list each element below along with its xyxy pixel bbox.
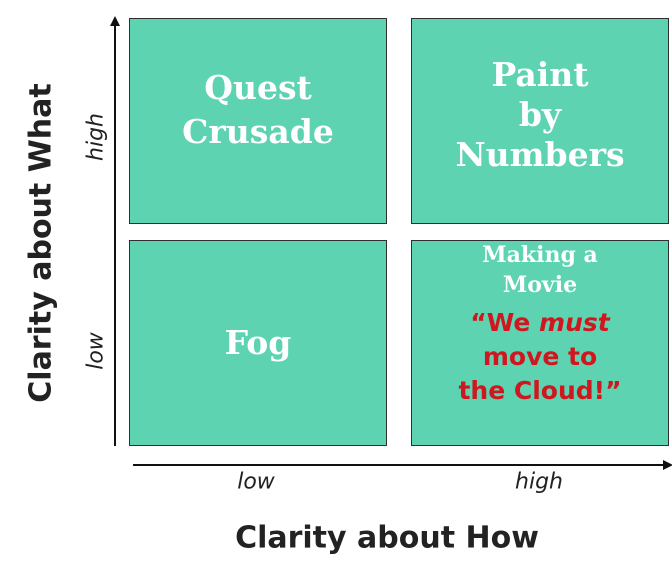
y-axis-title: Clarity about What <box>23 83 59 403</box>
quadrant-label-line: Paint <box>491 55 589 94</box>
quadrant-label-line: by <box>518 95 562 134</box>
callout-quote: “We must move to the Cloud!” <box>458 306 621 408</box>
quadrant-making-a-movie: Making a Movie “We must move to the Clou… <box>411 240 669 446</box>
quadrant-label: Paint by Numbers <box>455 55 624 175</box>
quadrant-label-line: Numbers <box>455 135 625 174</box>
callout-open-quote-we: “We <box>470 308 540 337</box>
quadrant-label-line: Quest <box>204 68 312 107</box>
x-axis-title: Clarity about How <box>235 520 539 556</box>
quadrant-label-line: Crusade <box>182 112 334 151</box>
quadrant-paint-by-numbers: Paint by Numbers <box>411 18 669 224</box>
quadrant-label-line: Making a <box>482 242 598 268</box>
quadrant-label: Making a Movie <box>482 240 598 300</box>
callout-line-2: move to <box>482 342 598 371</box>
callout-line-1: “We must <box>458 306 621 340</box>
y-tick-high: high <box>83 113 109 161</box>
x-tick-low: low <box>237 469 275 495</box>
x-tick-high: high <box>515 469 563 495</box>
quadrant-label-line: Movie <box>502 272 578 298</box>
callout-line-3: the Cloud!” <box>458 376 622 405</box>
y-tick-low: low <box>83 332 109 370</box>
quadrant-label-line: Fog <box>224 323 292 362</box>
quadrant-label: Quest Crusade <box>182 66 334 154</box>
quadrant-label: Fog <box>225 321 292 365</box>
quadrant-fog: Fog <box>129 240 387 446</box>
callout-must: must <box>539 308 610 337</box>
quadrant-quest-crusade: Quest Crusade <box>129 18 387 224</box>
